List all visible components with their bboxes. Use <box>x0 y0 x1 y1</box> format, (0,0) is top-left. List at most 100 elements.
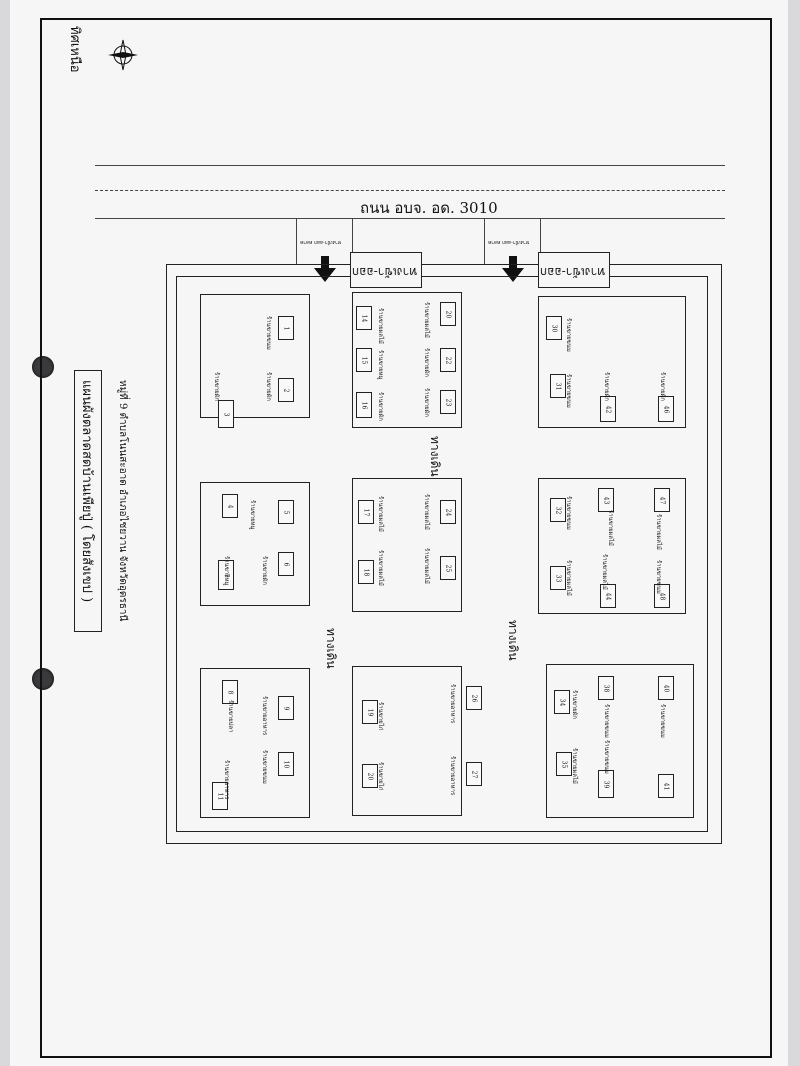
stall-type-label: ร้านขายหมู <box>249 500 256 530</box>
stall-42: 39 <box>598 770 614 798</box>
stall-type-label: ร้านขายผลไม้ <box>377 550 384 586</box>
stall-34: 34 <box>554 690 570 714</box>
stall-type-label: ร้านขายขนม <box>655 560 662 594</box>
zone-b3 <box>352 666 462 816</box>
gate-lane-left-b <box>352 218 353 264</box>
stall-6: 6 <box>278 552 294 576</box>
stall-35: 35 <box>556 752 572 776</box>
punch-hole-top <box>32 356 54 378</box>
walkway-label: ทางเดิน <box>324 628 338 669</box>
stall-type-label: ร้านขายผัก <box>571 690 578 719</box>
stall-25: 24 <box>440 500 456 524</box>
stall-type-label: ร้านขายผัก <box>659 372 666 401</box>
stall-type-label: ร้านขายอาหาร <box>449 756 456 796</box>
stall-10: 10 <box>278 752 294 776</box>
map-title: แผนผังตลาดสดบ้านเพียปู่ ( โดยสังเขป ) <box>79 380 94 603</box>
stall-18: 18 <box>358 560 374 584</box>
stall-type-label: ร้านขายผลไม้ <box>423 548 430 584</box>
map-subtitle: หมู่ที่ 9 ตำบลโนนสะอาด อำเภอไชยวาน จังหว… <box>117 380 128 622</box>
road-label: ถนน อบจ. อด. 3010 <box>360 199 498 217</box>
stall-40: 44 <box>600 584 616 608</box>
road-edge-bottom <box>95 218 725 219</box>
gate-2-box <box>538 252 610 288</box>
market-inner-boundary <box>176 276 708 832</box>
stall-31: 31 <box>550 374 566 398</box>
stall-type-label: ร้านขายผัก <box>377 392 384 421</box>
walkway-label: ทางเดิน <box>428 436 442 477</box>
stall-type-label: ร้านขายหมู <box>223 556 230 586</box>
stall-2: 2 <box>278 378 294 402</box>
title-box <box>74 370 102 632</box>
stall-41: 38 <box>598 676 614 700</box>
stall-23: 22 <box>440 348 456 372</box>
stall-20: 20 <box>362 764 378 788</box>
stall-45: 47 <box>654 488 670 512</box>
stall-type-label: ร้านขายผลไม้ <box>377 496 384 532</box>
gate-2-sub: ทางเข้า-ออก ตลาด <box>488 239 530 245</box>
stall-19: 19 <box>362 700 378 724</box>
compass-icon <box>108 39 138 71</box>
arrow-down-icon <box>314 256 336 282</box>
stall-39: 43 <box>598 488 614 512</box>
stall-type-label: ร้านขายไก่ <box>377 702 384 731</box>
stall-type-label: ร้านขายผลไม้ <box>571 748 578 784</box>
stall-26: 25 <box>440 556 456 580</box>
stall-type-label: ร้านขายผลไม้ <box>423 494 430 530</box>
gate-lane-right-b <box>540 218 541 264</box>
stall-16: 16 <box>356 392 372 418</box>
stall-8: 8 <box>222 680 238 704</box>
stall-type-label: ร้านขายผลไม้ <box>601 554 608 590</box>
gate-1-sub: ทางเข้า-ออก ตลาด <box>300 239 342 245</box>
stall-33: 33 <box>550 566 566 590</box>
stall-27: 26 <box>466 686 482 710</box>
stall-type-label: ร้านขายขนม <box>565 318 572 352</box>
stall-type-label: ร้านขายขนม <box>265 316 272 350</box>
stall-type-label: ร้านขายผัก <box>213 372 220 401</box>
stall-28: 27 <box>466 762 482 786</box>
stall-15: 15 <box>356 348 372 372</box>
stall-type-label: ร้านขายผลไม้ <box>377 308 384 344</box>
road-edge-top <box>95 165 725 166</box>
stall-1: 1 <box>278 316 294 340</box>
stall-type-label: ร้านขายขนม <box>603 740 610 774</box>
road-centerline <box>95 190 725 191</box>
stall-47: 40 <box>658 676 674 700</box>
stall-46: 48 <box>654 584 670 608</box>
stall-22: 20 <box>440 302 456 326</box>
stall-type-label: ร้านขายขนม <box>603 704 610 738</box>
stall-24: 23 <box>440 390 456 414</box>
gate-2-label: ทางเข้า-ออก <box>540 265 606 279</box>
zone-b2 <box>352 478 462 612</box>
stall-44: 46 <box>658 396 674 422</box>
stall-type-label: ร้านขายอาหาร <box>449 684 456 724</box>
arrow-down-icon <box>502 256 524 282</box>
stall-type-label: ร้านขายผลไม้ <box>607 510 614 546</box>
gate-1-box <box>350 252 422 288</box>
map-frame <box>40 18 772 1058</box>
stall-type-label: ร้านขายผัก <box>265 372 272 401</box>
stall-type-label: ร้านขายขนม <box>261 750 268 784</box>
stall-48: 41 <box>658 774 674 798</box>
stall-4: 4 <box>222 494 238 518</box>
gate-1-label: ทางเข้า-ออก <box>352 265 418 279</box>
punch-hole-bottom <box>32 668 54 690</box>
north-label: ทิศเหนือ <box>67 26 82 73</box>
stall-type-label: ร้านขายขนม <box>659 704 666 738</box>
stall-11: 11 <box>212 782 228 810</box>
gate-lane-left-a <box>296 218 297 264</box>
stall-type-label: ร้านขายหมู <box>377 350 384 380</box>
stall-7: 7 <box>218 560 234 590</box>
stall-type-label: ร้านขายผัก <box>423 348 430 377</box>
stall-type-label: ร้านขายอาหาร <box>223 760 230 800</box>
stall-type-label: ร้านขายผัก <box>603 372 610 401</box>
walkway-label: ทางเดิน <box>506 620 520 661</box>
stall-type-label: ร้านขายขนม <box>565 374 572 408</box>
stall-30: 30 <box>546 316 562 340</box>
gate-lane-right-a <box>484 218 485 264</box>
stall-5: 5 <box>278 500 294 524</box>
stall-type-label: ร้านขายอาหาร <box>261 696 268 736</box>
stall-3: 3 <box>218 400 234 428</box>
stall-32: 32 <box>550 498 566 522</box>
stall-type-label: ร้านขายผลไม้ <box>565 560 572 596</box>
stall-38: 42 <box>600 396 616 422</box>
